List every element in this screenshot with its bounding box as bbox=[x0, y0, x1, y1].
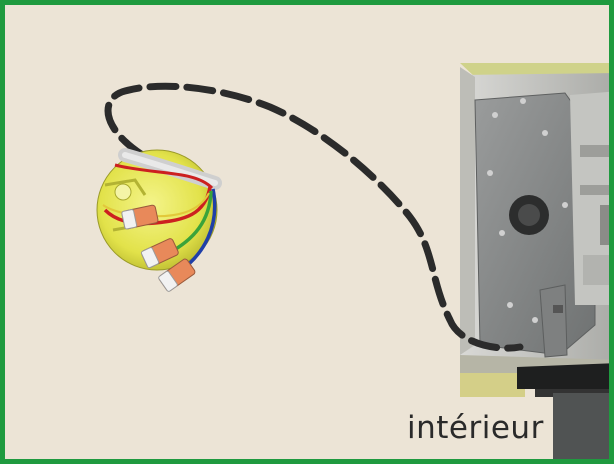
junction-box-icon bbox=[96, 148, 222, 277]
interior-label: intérieur bbox=[407, 410, 544, 446]
cable-path-icon bbox=[104, 82, 524, 352]
diagram-svg bbox=[96, 63, 609, 459]
wago-connector-icon bbox=[121, 204, 196, 292]
appliance-interior-icon bbox=[460, 63, 609, 459]
